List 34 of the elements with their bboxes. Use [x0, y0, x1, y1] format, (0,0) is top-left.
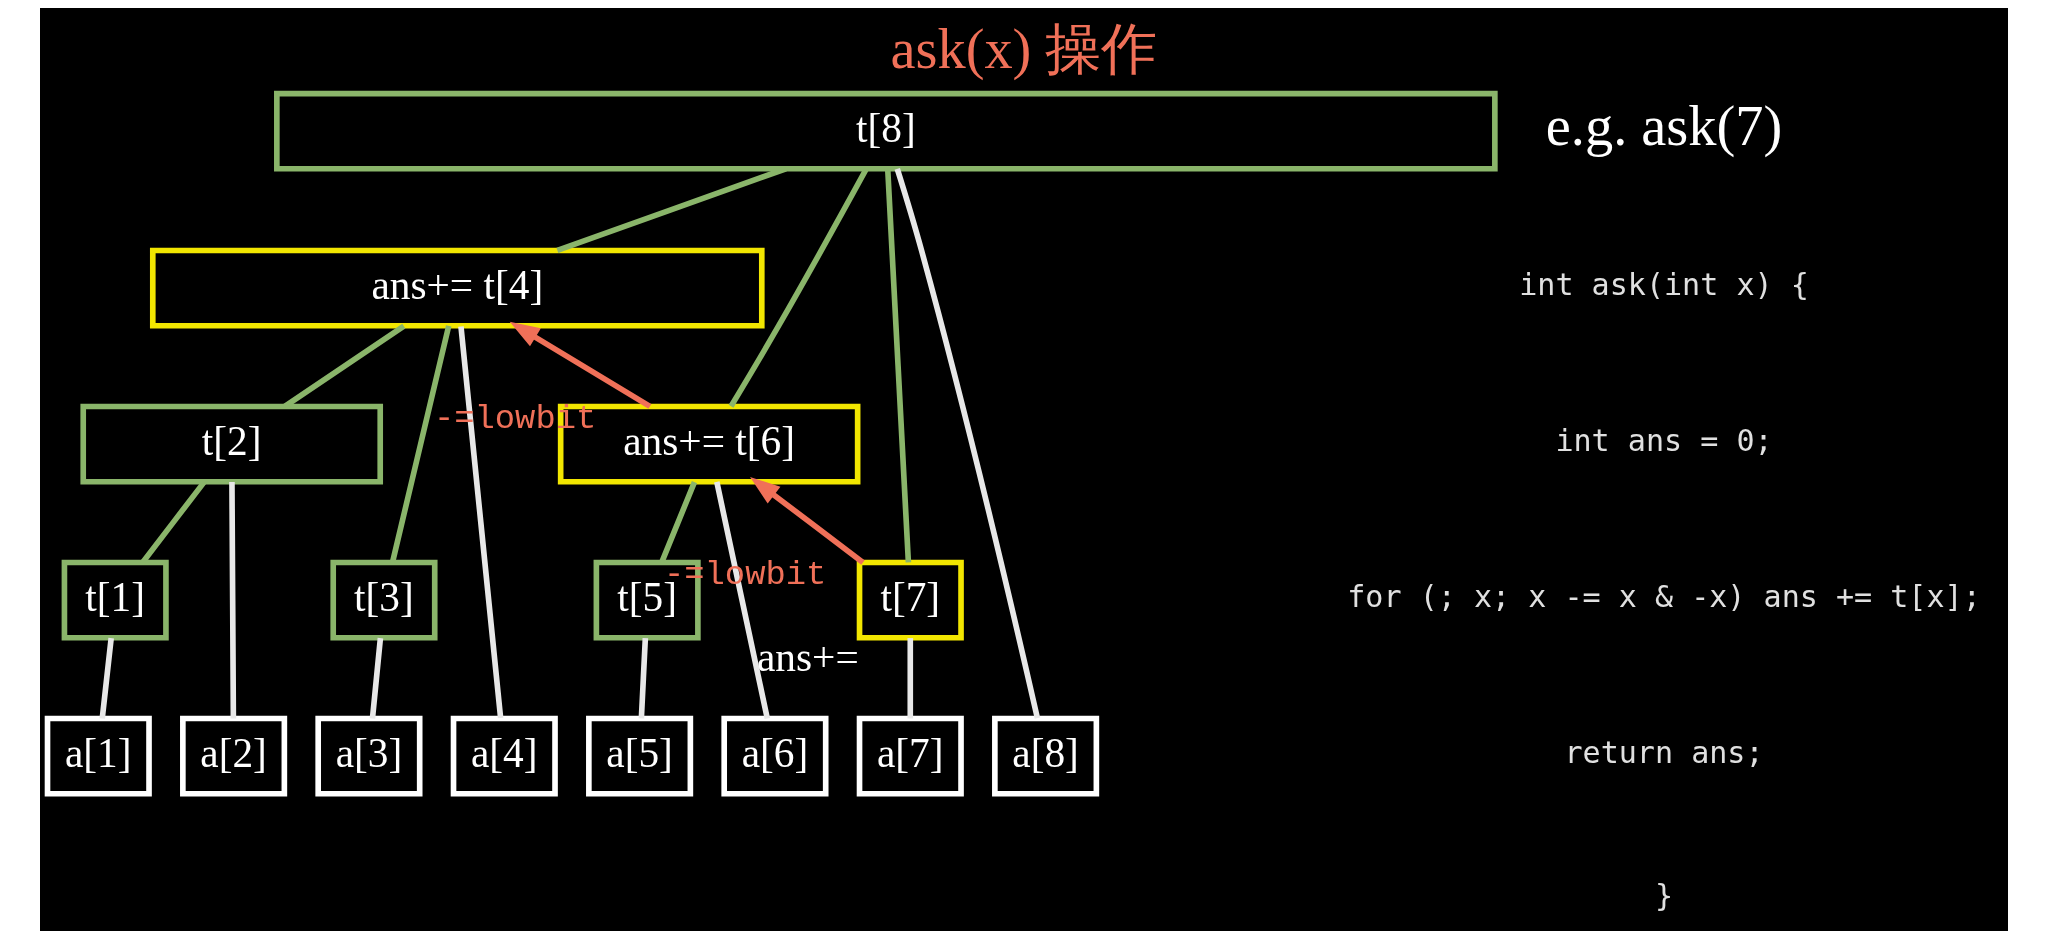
node-box: a[6]	[721, 715, 829, 797]
diagram-title: ask(x) 操作	[890, 18, 1158, 81]
connector	[369, 637, 384, 719]
connector	[884, 168, 912, 563]
label: e.g. ask(7)	[1545, 95, 1783, 158]
node-box: a[4]	[450, 715, 558, 797]
connector	[894, 168, 1041, 719]
label: int ask(int x) {	[1519, 267, 1809, 303]
node-box: t[1]	[61, 559, 169, 641]
connector	[458, 326, 504, 719]
node-box: t[8]	[274, 90, 1498, 172]
node-box: a[2]	[180, 715, 288, 797]
node-box: a[3]	[315, 715, 423, 797]
node-box: a[8]	[992, 715, 1100, 797]
node-box: t[7]	[856, 559, 964, 641]
arrow	[509, 321, 652, 409]
label: return ans;	[1564, 735, 1764, 771]
connector	[907, 638, 914, 719]
label: }	[1654, 878, 1674, 914]
connector	[728, 168, 869, 408]
node-label: ans+=	[756, 633, 859, 680]
connector	[229, 481, 237, 719]
node-box: t[3]	[330, 559, 438, 641]
connector	[99, 637, 114, 719]
node-box: a[7]	[856, 715, 964, 797]
connector	[714, 481, 771, 720]
node-box: ans+= t[4]	[149, 247, 765, 329]
node-box: a[5]	[586, 715, 694, 797]
node-box: t[2]	[80, 403, 384, 485]
arrow	[750, 476, 865, 565]
node-box: a[1]	[44, 715, 152, 797]
connector	[638, 637, 649, 719]
label: for (; x; x -= x & -x) ans += t[x];	[1347, 579, 1981, 615]
label: int ans = 0;	[1555, 423, 1773, 459]
